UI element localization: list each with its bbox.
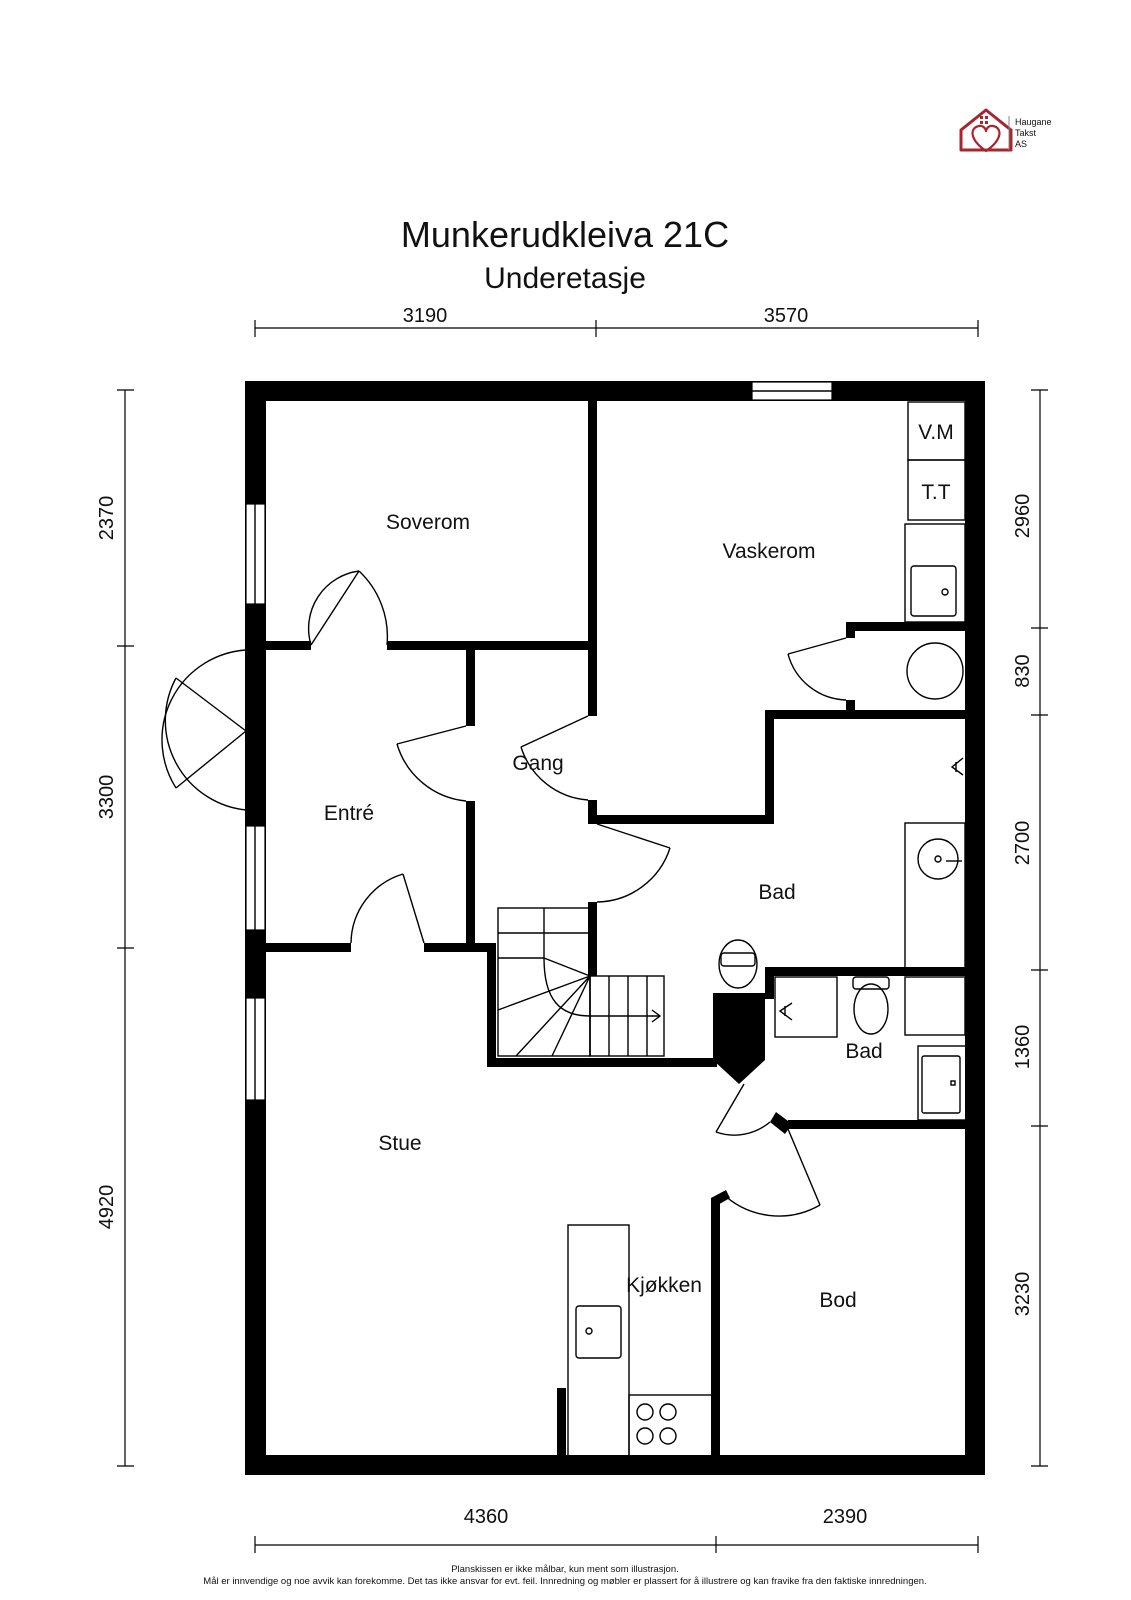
fixtures: V.M T.T <box>567 401 967 1459</box>
dimension-right-2: 830 <box>1012 654 1034 687</box>
dimension-top-1: 3190 <box>403 305 448 327</box>
dimension-left-2: 3300 <box>96 775 118 820</box>
dimension-right: 2960 830 2700 1360 3230 <box>1012 389 1048 1467</box>
room-bod: Bod <box>819 1289 856 1312</box>
window-top <box>751 381 833 401</box>
sink-bad-2 <box>917 1045 967 1121</box>
dimension-left-3: 4920 <box>96 1185 118 1230</box>
room-bad-2: Bad <box>845 1040 882 1063</box>
washing-machine-label: V.M <box>918 421 953 444</box>
footer-disclaimer-1: Planskissen er ikke målbar, kun ment som… <box>451 1564 679 1575</box>
room-stue: Stue <box>378 1132 421 1155</box>
window-entre <box>245 825 266 931</box>
company-logo: Haugane Takst AS <box>959 108 1052 153</box>
dimension-right-1: 2960 <box>1012 494 1034 539</box>
plan-title: Munkerudkleiva 21C <box>401 214 729 255</box>
door-entre-stue[interactable] <box>350 873 425 944</box>
room-entre: Entré <box>324 802 374 825</box>
door-bad-2[interactable] <box>715 1083 771 1136</box>
cabinet-bad-2 <box>904 976 966 1036</box>
stairs <box>497 907 665 1057</box>
door-wc[interactable] <box>787 637 847 701</box>
room-soverom: Soverom <box>386 511 470 534</box>
room-gang: Gang <box>512 752 563 775</box>
house-heart-icon <box>959 108 1013 153</box>
dimension-left-1: 2370 <box>96 496 118 541</box>
toilet-bad-1 <box>718 939 758 989</box>
window-stue <box>245 997 266 1101</box>
windows <box>245 381 833 1101</box>
bathroom-sink <box>904 822 966 970</box>
doors[interactable] <box>161 570 847 1217</box>
door-soverom[interactable] <box>307 570 389 646</box>
round-shower <box>906 642 964 700</box>
exterior-walls <box>245 381 985 1475</box>
floor-drain-icon <box>778 1002 793 1021</box>
room-bad-1: Bad <box>758 881 795 904</box>
dimension-bottom: 4360 2390 <box>254 1506 979 1553</box>
door-bad[interactable] <box>596 823 671 903</box>
door-entre-exterior[interactable] <box>161 649 247 811</box>
room-kjokken: Kjøkken <box>626 1274 702 1297</box>
kitchen-counter <box>567 1224 714 1459</box>
plan-subtitle: Underetasje <box>484 262 646 295</box>
door-gang[interactable] <box>396 725 467 802</box>
dimension-right-4: 1360 <box>1012 1025 1034 1070</box>
dimension-right-3: 2700 <box>1012 821 1034 866</box>
dimension-bottom-2: 2390 <box>823 1506 868 1528</box>
shower-bad-2 <box>774 976 838 1038</box>
dimension-top-2: 3570 <box>764 305 809 327</box>
interior-walls <box>265 400 966 1456</box>
logo-name-line-3: AS <box>1015 139 1027 149</box>
footer-disclaimer-2: Mål er innvendige og noe avvik kan forek… <box>203 1576 926 1587</box>
logo-name-line-2: Takst <box>1015 128 1037 138</box>
washing-machine: V.M <box>907 401 966 461</box>
room-labels: Soverom Vaskerom Gang Entré Bad Bad Stue… <box>324 511 883 1312</box>
utility-sink <box>904 523 966 623</box>
floor-drain-icon <box>950 757 964 776</box>
door-vaskerom[interactable] <box>520 715 589 801</box>
logo-name-line-1: Haugane <box>1015 117 1052 127</box>
dryer: T.T <box>907 459 966 521</box>
toilet-bad-2 <box>852 976 890 1035</box>
room-vaskerom: Vaskerom <box>723 540 816 563</box>
dimension-left: 2370 3300 4920 <box>96 389 134 1467</box>
door-bod[interactable] <box>721 1128 821 1217</box>
dimension-bottom-1: 4360 <box>464 1506 509 1528</box>
window-soverom <box>245 503 266 605</box>
dryer-label: T.T <box>921 481 950 504</box>
dimension-right-5: 3230 <box>1012 1272 1034 1317</box>
dimension-top: 3190 3570 <box>254 305 979 337</box>
